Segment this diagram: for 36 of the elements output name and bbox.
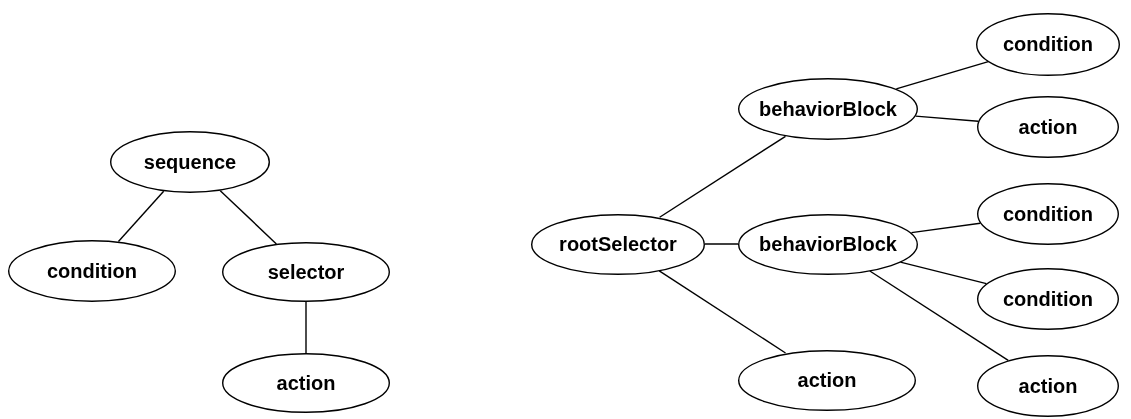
connector-line (910, 222, 981, 234)
ellipse-node (738, 213, 918, 275)
node-label: behaviorBlock (759, 97, 897, 121)
ellipse-node (976, 12, 1120, 76)
ellipse-node (738, 78, 918, 140)
node-label: action (1018, 374, 1078, 398)
node-label: action (797, 368, 857, 392)
connector-line (869, 270, 1009, 361)
ellipse-node (222, 353, 390, 413)
connector-line (658, 135, 787, 218)
ellipse-node (977, 96, 1119, 158)
connector-line (219, 190, 278, 245)
node-label: sequence (143, 150, 237, 174)
connector-line (658, 270, 787, 354)
node-label: behaviorBlock (759, 232, 897, 256)
connector-line (899, 261, 988, 285)
connector-line (117, 190, 165, 243)
ellipse-node (738, 349, 916, 411)
connector-line (704, 243, 739, 245)
node-label: condition (47, 259, 137, 283)
ellipse-node (110, 131, 270, 193)
ellipse-node (8, 240, 176, 302)
node-label: selector (267, 260, 345, 284)
node-label: action (1018, 115, 1078, 139)
ellipse-node (531, 213, 705, 275)
connector-line (305, 301, 307, 354)
node-label: action (276, 371, 336, 395)
ellipse-node (977, 183, 1119, 245)
node-label: condition (1003, 32, 1093, 56)
ellipse-node (222, 242, 390, 302)
node-label: condition (1003, 202, 1093, 226)
ellipse-node (977, 355, 1119, 417)
node-label: rootSelector (559, 232, 677, 256)
node-label: condition (1003, 287, 1093, 311)
ellipse-node (977, 268, 1119, 330)
connector-line (895, 60, 990, 90)
